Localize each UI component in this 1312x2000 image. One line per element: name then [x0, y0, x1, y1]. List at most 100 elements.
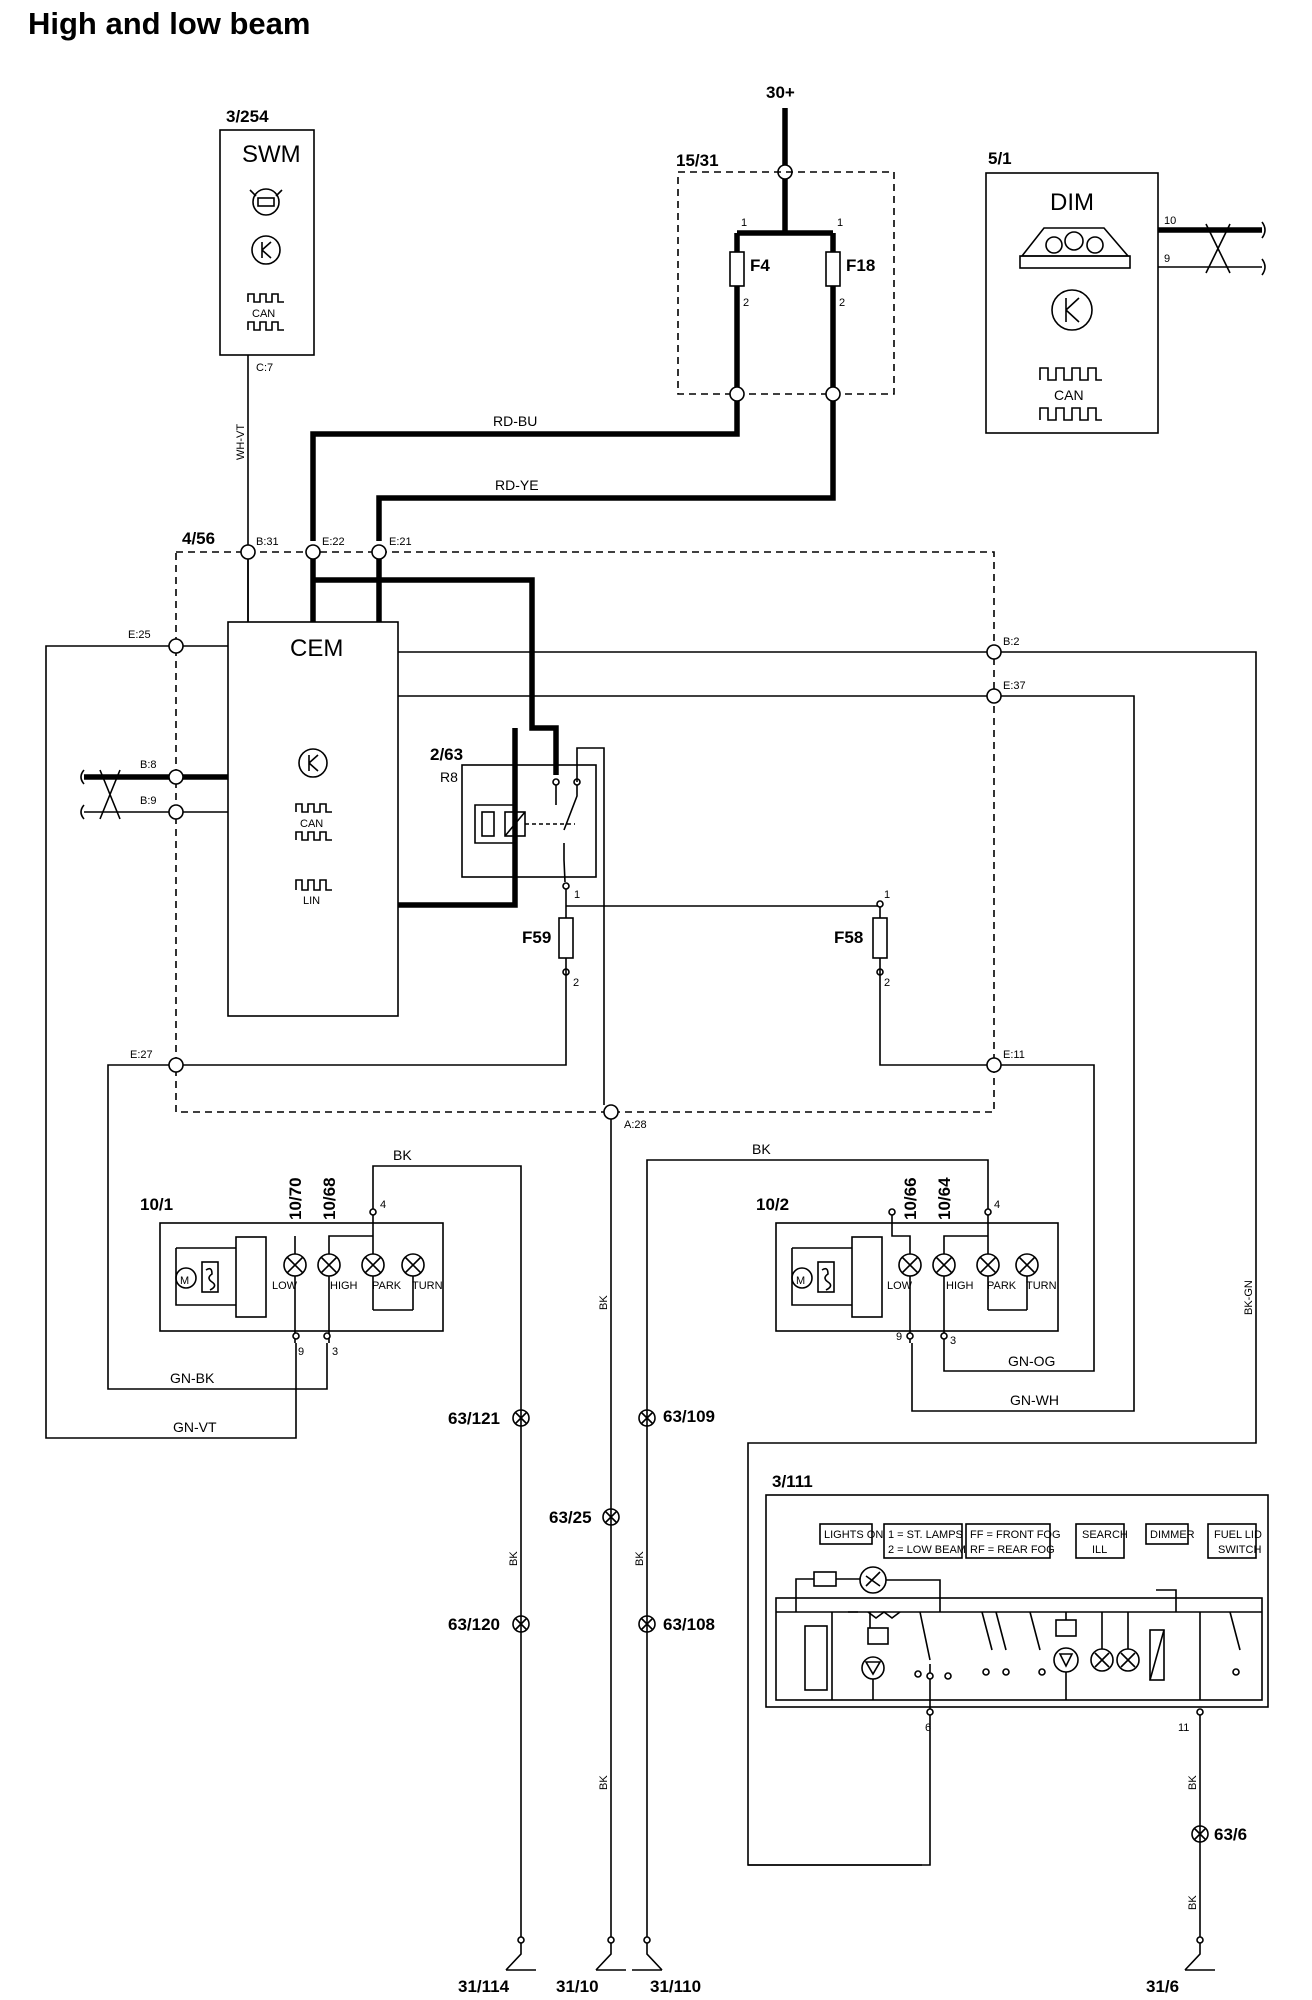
ground-31-6: 31/6: [1146, 1936, 1215, 1996]
right-pin-4: 4: [994, 1199, 1000, 1211]
wire-label-bk-a28-lower: BK: [598, 1775, 610, 1790]
pin-e25: E:25: [128, 629, 151, 641]
right-low-beam-bulb-icon: [898, 1253, 922, 1277]
right-motor-icon: M: [796, 1275, 805, 1287]
right-low-label: LOW: [887, 1280, 913, 1292]
left-high-beam-bulb-icon: [317, 1253, 341, 1277]
f59-pin-1: 1: [574, 889, 580, 901]
right-pin-3: 3: [950, 1335, 956, 1347]
left-park-label: PARK: [372, 1280, 402, 1292]
splice-63-6: 63/6: [1191, 1825, 1247, 1844]
swm-pin-c7: C:7: [256, 362, 273, 374]
dim-can-label: CAN: [1054, 387, 1084, 403]
right-pin-9: 9: [896, 1331, 902, 1343]
relay-id: 2/63: [430, 745, 463, 764]
switch-label-st-lamps: 1 = ST. LAMPS: [888, 1529, 963, 1541]
svg-text:63/120: 63/120: [448, 1615, 500, 1634]
relay-name: R8: [440, 769, 458, 785]
f59-pin-2: 2: [573, 977, 579, 989]
cem-id: 4/56: [182, 529, 215, 548]
resistor-icon: [813, 1571, 837, 1587]
fusebox-id: 15/31: [676, 151, 719, 170]
right-headlamp: 10/2 10/66 10/64 M LOW HIGH PARK TURN: [756, 1177, 1059, 1347]
cem-lin-label: LIN: [303, 895, 320, 907]
can-signal-icon: CAN: [295, 803, 332, 841]
right-high-beam-bulb-icon: [932, 1253, 956, 1277]
cem-name: CEM: [290, 635, 343, 662]
right-bulb-a-id: 10/66: [901, 1177, 920, 1220]
right-high-label: HIGH: [946, 1280, 974, 1292]
ground-31-110: 31/110: [632, 1936, 701, 1996]
dim-id: 5/1: [988, 149, 1012, 168]
lin-signal-icon: LIN: [295, 879, 332, 907]
left-headlamp: 10/1 10/70 10/68 M LOW HIGH PARK TURN: [140, 1177, 444, 1358]
supply-30-label: 30+: [766, 83, 795, 102]
left-pin-9: 9: [298, 1346, 304, 1358]
fuse-f59-label: F59: [522, 928, 551, 947]
left-low-label: LOW: [272, 1280, 298, 1292]
relay-r8: 2/63 R8: [430, 745, 605, 1105]
swm-can-label: CAN: [252, 308, 275, 320]
svg-text:31/110: 31/110: [650, 1977, 701, 1996]
right-turn-bulb-icon: [1015, 1253, 1039, 1277]
can-signal-icon: CAN: [247, 293, 284, 331]
fuse-f4-label: F4: [750, 256, 770, 275]
svg-text:63/108: 63/108: [663, 1615, 715, 1634]
splice-63-25: 63/25: [549, 1508, 620, 1527]
pin-e21: E:21: [389, 536, 412, 548]
left-pin-4: 4: [380, 1199, 386, 1211]
wire-label-gn-vt: GN-VT: [173, 1419, 217, 1435]
switch-pin-6: 6: [925, 1722, 931, 1734]
switch-label-fuel-lid: FUEL LID: [1214, 1529, 1262, 1541]
instrument-cluster-icon: [1019, 227, 1131, 269]
right-park-label: PARK: [987, 1280, 1017, 1292]
light-switch-module: [765, 1494, 1269, 1708]
switch-label-ill: ILL: [1092, 1544, 1107, 1556]
switch-pin-11: 11: [1178, 1722, 1189, 1734]
f4-pin-1: 1: [741, 217, 747, 229]
cem-can-label: CAN: [300, 818, 323, 830]
right-park-bulb-icon: [976, 1253, 1000, 1277]
left-park-bulb-icon: [361, 1253, 385, 1277]
switch-label-dimmer: DIMMER: [1150, 1529, 1195, 1541]
wire-label-bk-right-lower: BK: [634, 1551, 646, 1566]
can-signal-icon: CAN: [1039, 367, 1102, 421]
switch-label-lights-on: LIGHTS ON: [824, 1529, 883, 1541]
splice-63-120: 63/120: [448, 1615, 530, 1634]
keypad-icon: [1051, 289, 1093, 331]
wire-label-bk-switch-lower: BK: [1187, 1895, 1199, 1910]
swm-id: 3/254: [226, 107, 269, 126]
pin-e27: E:27: [130, 1049, 153, 1061]
svg-text:31/10: 31/10: [556, 1977, 599, 1996]
wire-label-rd-ye: RD-YE: [495, 477, 539, 493]
light-switch-id: 3/111: [772, 1472, 813, 1491]
fuse-f18: [825, 251, 841, 287]
wire-label-bk-a28: BK: [598, 1295, 610, 1310]
pin-b31: B:31: [256, 536, 279, 548]
switch-label-search: SEARCH: [1082, 1529, 1128, 1541]
right-bulb-b-id: 10/64: [935, 1177, 954, 1220]
switch-label-front-fog: FF = FRONT FOG: [970, 1529, 1061, 1541]
wire-label-gn-og: GN-OG: [1008, 1353, 1055, 1369]
pin-b9: B:9: [140, 795, 157, 807]
f58-pin-2: 2: [884, 977, 890, 989]
fuse-f58: [872, 917, 888, 959]
splice-63-109: 63/109: [638, 1407, 715, 1427]
dim-pin-9: 9: [1164, 253, 1170, 265]
wire-label-bk-right: BK: [752, 1141, 771, 1157]
svg-text:63/25: 63/25: [549, 1508, 592, 1527]
wire-label-wh-vt: WH-VT: [235, 424, 247, 460]
swm-module: 3/254 SWM CAN C:7: [219, 107, 315, 374]
fusebox-outline: [677, 171, 895, 395]
fuse-f18-label: F18: [846, 256, 875, 275]
wire-label-bk-gn: BK-GN: [1243, 1280, 1255, 1315]
left-pin-3: 3: [332, 1346, 338, 1358]
f18-pin-1: 1: [837, 217, 843, 229]
dim-pin-10: 10: [1164, 215, 1176, 227]
page-title: High and low beam: [28, 6, 310, 41]
ground-31-10: 31/10: [556, 1936, 626, 1996]
splice-63-121: 63/121: [448, 1409, 530, 1428]
steering-wheel-icon: [249, 188, 283, 216]
left-bulb-b-id: 10/68: [320, 1177, 339, 1220]
